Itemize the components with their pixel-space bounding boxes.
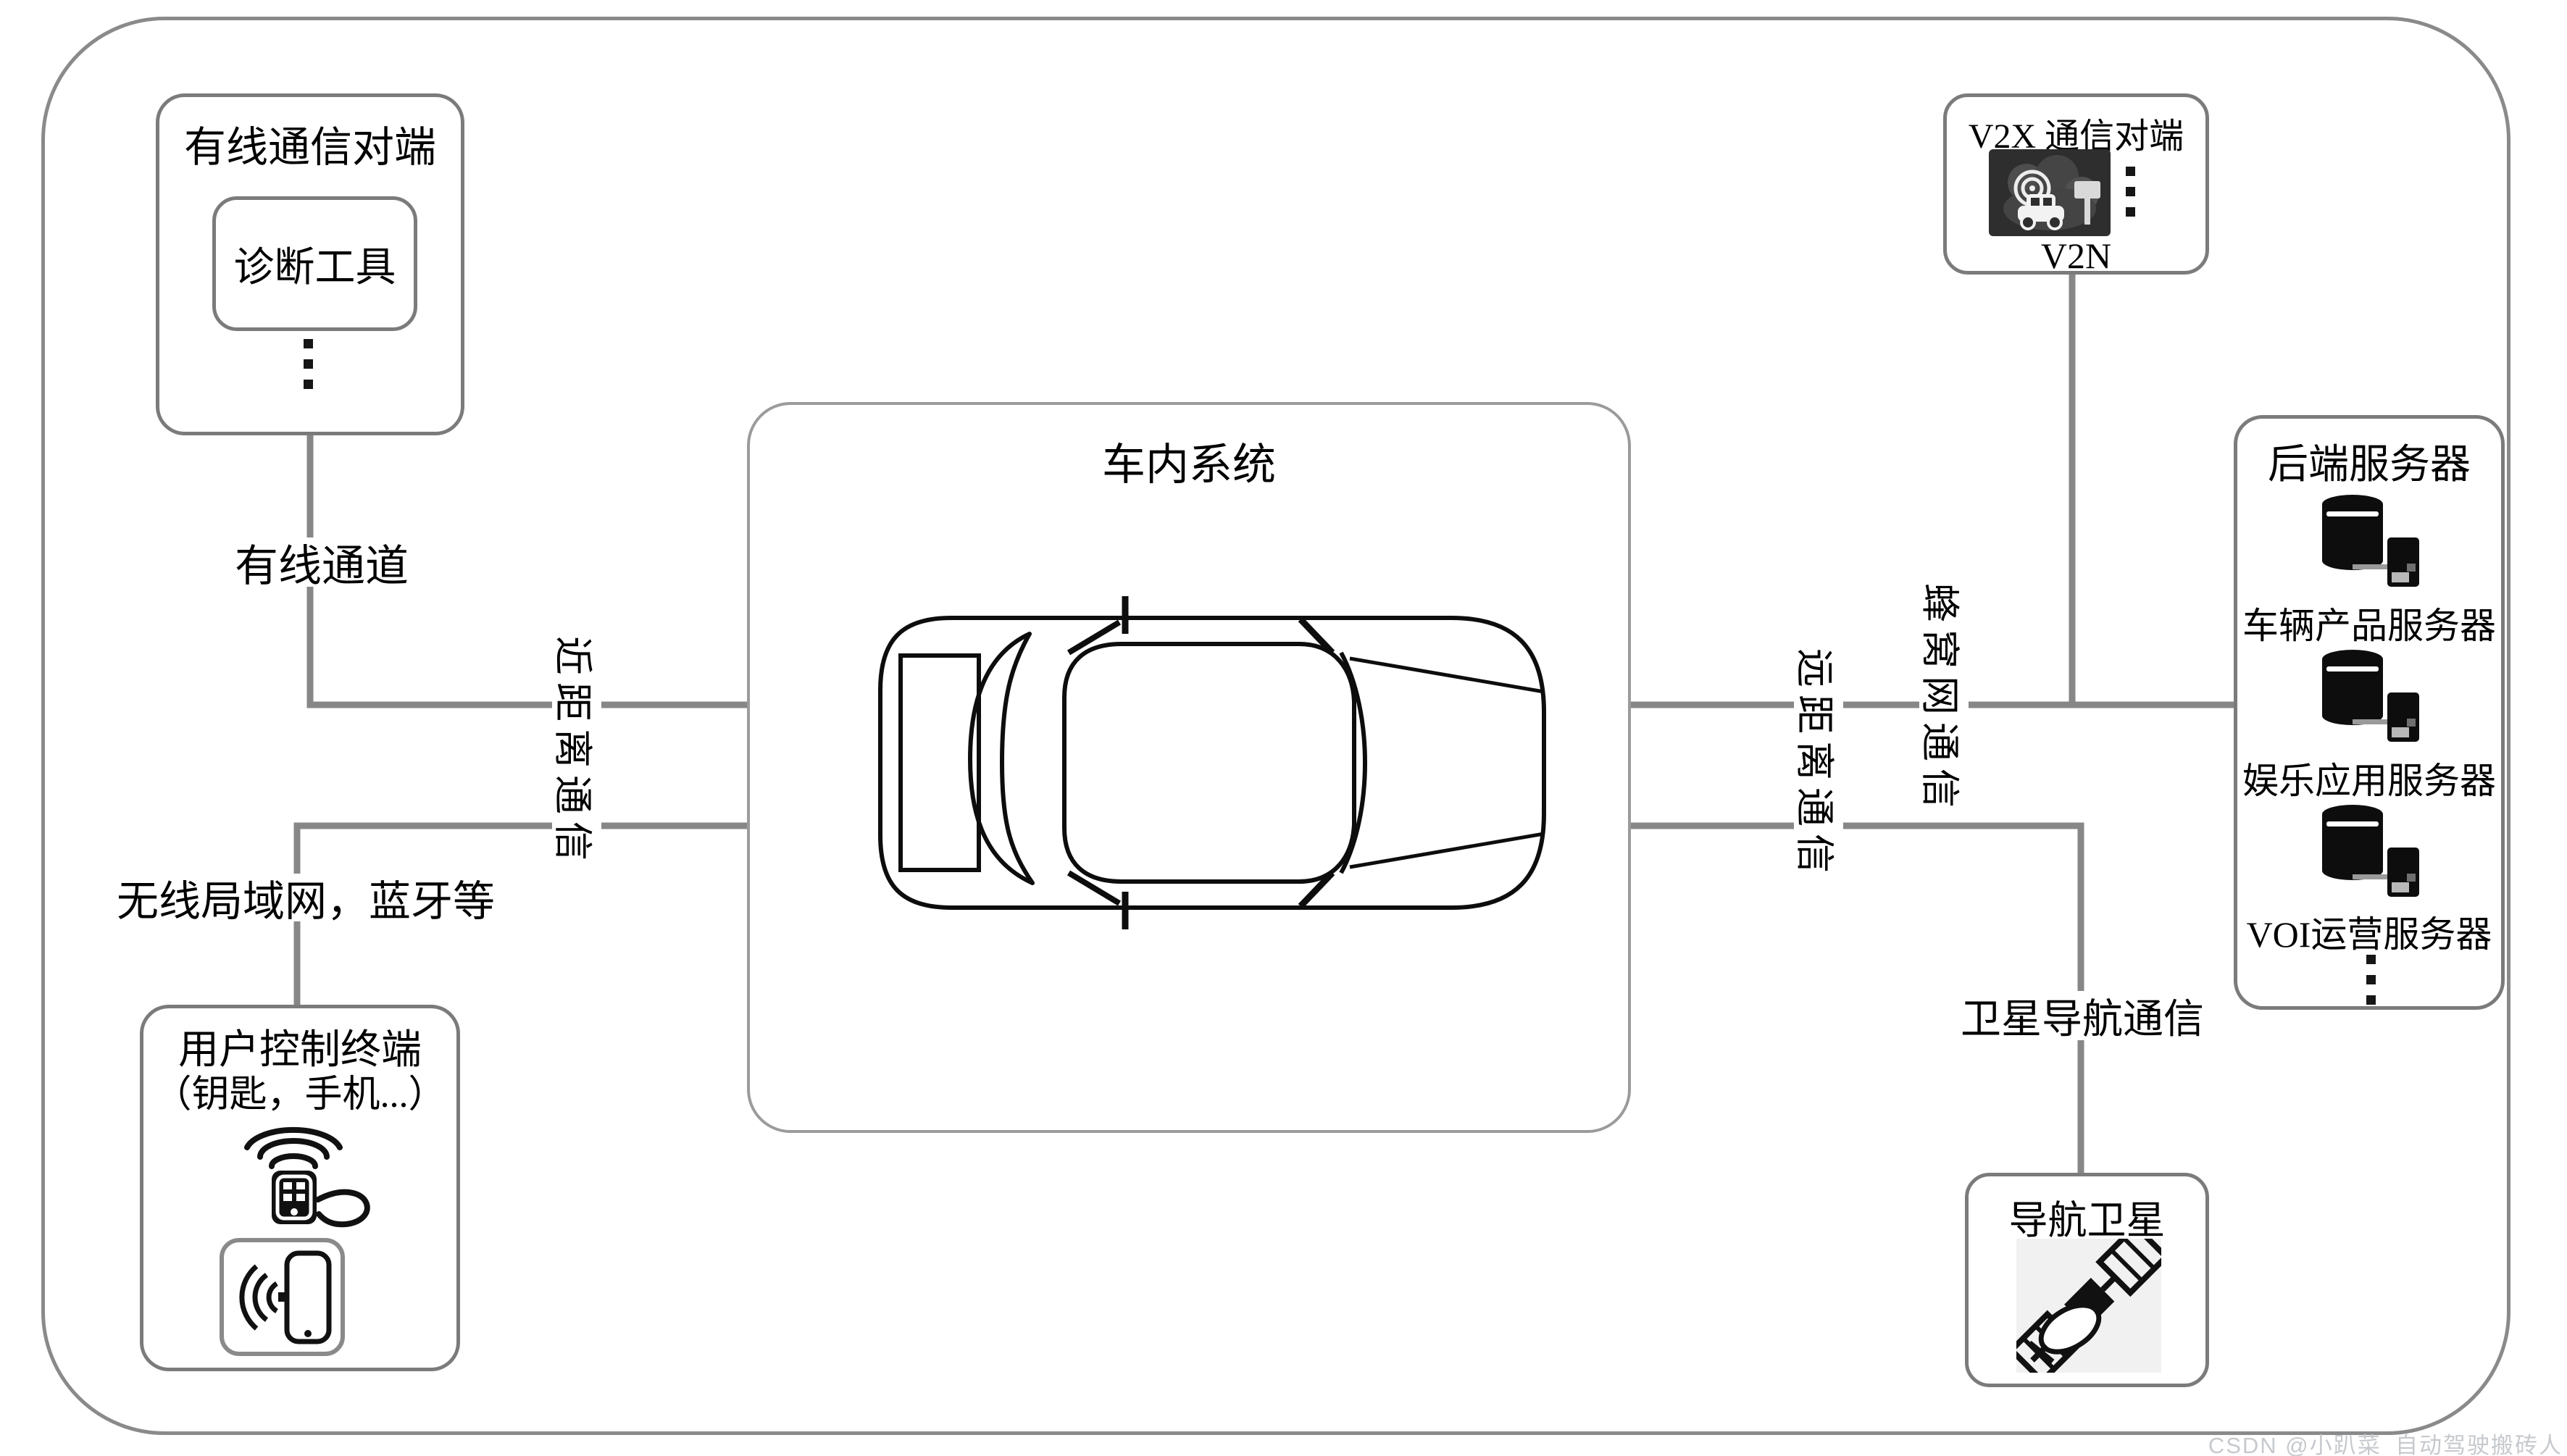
cellular-label: 蜂窝网通信 xyxy=(1919,583,1969,815)
short-range-label: 近距离通信 xyxy=(551,630,601,874)
diagnostic-tool-label: 诊断工具 xyxy=(233,245,396,290)
backend-server-box: 后端服务器 车辆产品服务器 xyxy=(2234,415,2505,1010)
database-server-icon xyxy=(2322,650,2419,742)
server-icon xyxy=(2237,645,2501,746)
server-label: 车辆产品服务器 xyxy=(2242,606,2496,646)
satellite-nav-line xyxy=(1631,822,2084,1174)
user-terminal-title: 用户控制终端 xyxy=(178,1028,422,1073)
long-range-label: 远距离通信 xyxy=(1793,643,1843,886)
user-terminal-subtitle: （钥匙，手机...） xyxy=(154,1074,446,1116)
v2n-caption: V2N xyxy=(2040,235,2112,276)
database-server-icon xyxy=(2322,495,2419,587)
satellite-icon xyxy=(2016,1239,2161,1373)
vertical-ellipsis-icon xyxy=(2366,955,2376,1005)
wired-peer-title: 有线通信对端 xyxy=(183,124,436,171)
v2x-cloud-car-icon xyxy=(1989,149,2111,236)
server-label: VOI运营服务器 xyxy=(2246,914,2492,955)
server-icon xyxy=(2237,800,2501,901)
v2x-peer-box: V2X 通信对端 V2N xyxy=(1943,93,2209,276)
wlan-bluetooth-label: 无线局域网，蓝牙等 xyxy=(84,874,527,925)
vertical-ellipsis-icon xyxy=(304,339,313,389)
wired-peer-box: 有线通信对端 诊断工具 xyxy=(156,93,464,435)
server-label: 娱乐应用服务器 xyxy=(2242,761,2496,801)
key-fob-wireless-icon xyxy=(244,1126,370,1228)
backend-title: 后端服务器 xyxy=(2268,443,2471,488)
user-terminal-box: 用户控制终端 （钥匙，手机...） xyxy=(140,1005,460,1371)
watermark: CSDN @小趴菜_自动驾驶搬砖人 xyxy=(2208,1433,2563,1456)
satellite-title: 导航卫星 xyxy=(2008,1199,2166,1242)
server-icon xyxy=(2237,490,2501,591)
smartphone-wireless-icon xyxy=(220,1238,345,1356)
wired-channel-label: 有线通道 xyxy=(214,537,429,590)
vertical-ellipsis-icon xyxy=(2126,167,2135,217)
car-top-view-icon xyxy=(878,596,1546,929)
database-server-icon xyxy=(2322,805,2419,897)
satellite-nav-label: 卫星导航通信 xyxy=(1949,991,2216,1042)
wired-channel-line xyxy=(306,435,747,708)
navigation-satellite-box: 导航卫星 xyxy=(1965,1173,2209,1387)
diagnostic-tool-box: 诊断工具 xyxy=(212,196,417,331)
in-vehicle-title: 车内系统 xyxy=(1102,441,1276,489)
in-vehicle-system-box: 车内系统 xyxy=(747,402,1631,1133)
